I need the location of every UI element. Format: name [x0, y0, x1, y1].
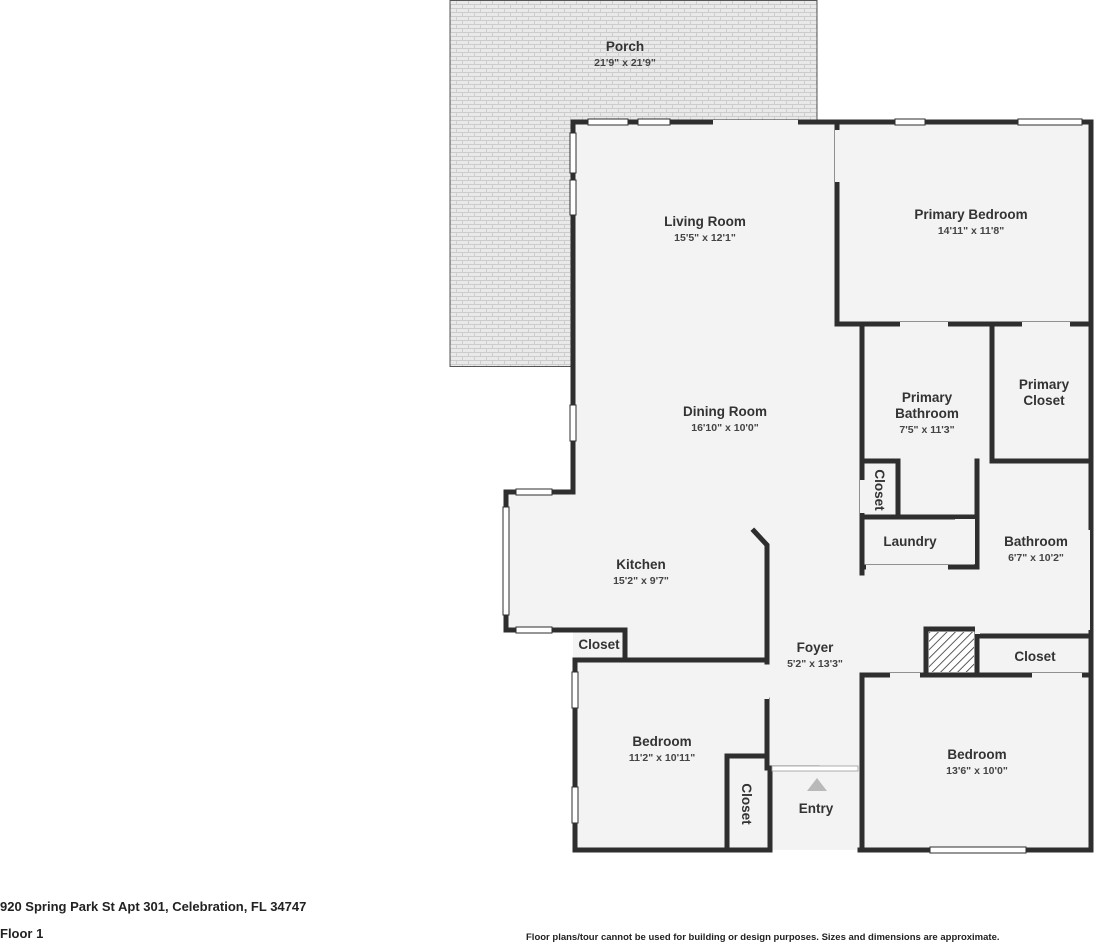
primary-bathroom-name-line2: Bathroom — [895, 406, 959, 421]
dining-room-dims: 16'10" x 10'0" — [691, 422, 759, 434]
kitchen-dims: 15'2" x 9'7" — [613, 575, 669, 587]
bedroom-left-closet-name: Closet — [739, 783, 754, 825]
bedroom-left-dims: 11'2" x 10'11" — [629, 752, 695, 764]
primary-bedroom-name: Primary Bedroom — [914, 207, 1027, 222]
porch-name: Porch — [606, 39, 644, 54]
primary-bedroom-dims: 14'11" x 11'8" — [938, 225, 1004, 237]
entry-door — [771, 765, 859, 772]
dining-room-name: Dining Room — [683, 404, 767, 419]
primary-bathroom-dims: 7'5" x 11'3" — [899, 424, 954, 436]
living-room-name: Living Room — [664, 214, 746, 229]
primary-closet-name-line1: Primary — [1019, 377, 1070, 392]
bathroom-dims: 6'7" x 10'2" — [1008, 552, 1064, 564]
foyer-dims: 5'2" x 13'3" — [787, 658, 843, 670]
primary-bathroom-name-line1: Primary — [902, 390, 953, 405]
porch-dims: 21'9" x 21'9" — [594, 57, 656, 69]
room-labels: Porch 21'9" x 21'9" Living Room 15'5" x … — [578, 39, 1069, 825]
floor-label: Floor 1 — [0, 926, 44, 941]
entry-arrow-icon — [807, 778, 827, 791]
kitchen-closet-name: Closet — [578, 637, 620, 652]
living-room-dims: 15'5" x 12'1" — [674, 232, 736, 244]
interior-floor — [506, 122, 1091, 850]
bedroom-left-name: Bedroom — [632, 734, 691, 749]
bedroom-right-name: Bedroom — [947, 747, 1006, 762]
laundry-name: Laundry — [883, 534, 937, 549]
foyer-name: Foyer — [797, 640, 835, 655]
windows — [502, 118, 1083, 854]
primary-closet-name-line2: Closet — [1023, 393, 1065, 408]
bathroom-name: Bathroom — [1004, 534, 1068, 549]
hall-closet-name: Closet — [872, 469, 887, 511]
kitchen-name: Kitchen — [616, 557, 666, 572]
disclaimer-text: Floor plans/tour cannot be used for buil… — [526, 932, 1000, 943]
bedroom-right-dims: 13'6" x 10'0" — [946, 765, 1008, 777]
property-address: 920 Spring Park St Apt 301, Celebration,… — [0, 899, 307, 914]
openings — [713, 120, 1090, 699]
entry-label: Entry — [799, 801, 834, 816]
hatched-shaft — [929, 632, 974, 672]
bathroom-closet-name: Closet — [1014, 649, 1056, 664]
